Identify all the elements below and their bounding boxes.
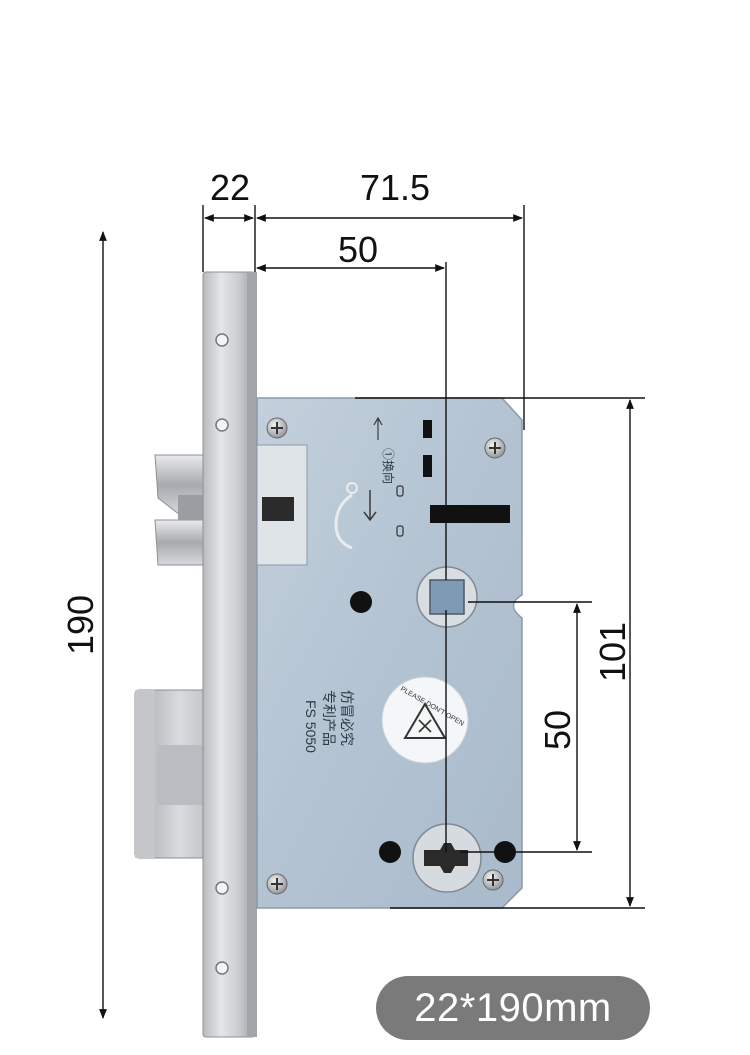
plate-screw-hole xyxy=(215,418,229,432)
dim-center-distance: 50 xyxy=(537,710,578,750)
plate-screw-hole xyxy=(215,881,229,895)
case-screw xyxy=(266,417,288,439)
model-text: FS 5050 xyxy=(303,700,319,753)
plate-screw-hole xyxy=(215,333,229,347)
dim-total-height: 190 xyxy=(60,595,101,655)
dim-backset: 50 xyxy=(338,229,378,270)
faceplate xyxy=(202,271,257,1038)
patent-text: 专利产品 xyxy=(321,690,337,746)
dim-case-height: 101 xyxy=(592,622,633,682)
counterfeit-text: 仿冒必究 xyxy=(339,690,355,746)
dim-case-width: 71.5 xyxy=(360,167,430,208)
case-screw xyxy=(484,437,506,459)
lock-case xyxy=(256,397,523,909)
size-badge: 22*190mm xyxy=(376,976,650,1040)
case-screw xyxy=(482,869,504,891)
reverse-text: ①换向 xyxy=(381,448,396,484)
case-screw xyxy=(266,873,288,895)
plate-screw-hole xyxy=(215,961,229,975)
dim-faceplate-width: 22 xyxy=(210,167,250,208)
dimension-lines xyxy=(99,205,645,1019)
